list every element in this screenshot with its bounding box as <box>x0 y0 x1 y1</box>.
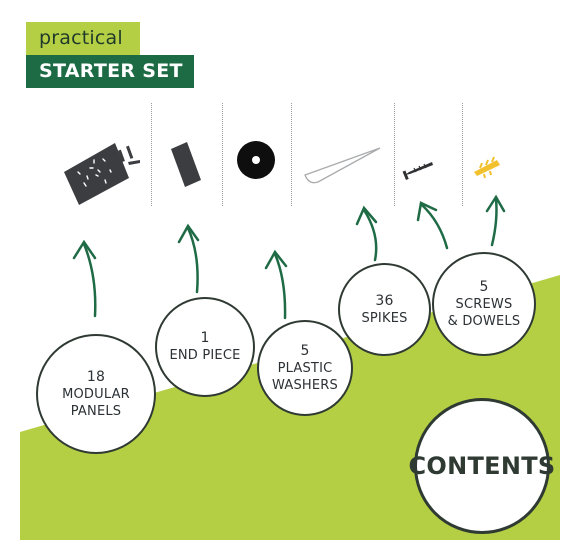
divider <box>462 103 463 206</box>
item-label: PLASTIC <box>277 360 333 376</box>
screw-icon <box>402 162 433 181</box>
item-label: PANELS <box>70 403 122 419</box>
spikes-badge: 36 SPIKES <box>338 263 431 356</box>
item-count: 36 <box>375 292 394 309</box>
tag-starter-set: STARTER SET <box>26 55 194 88</box>
item-label: MODULAR <box>62 386 130 402</box>
item-label: SPIKES <box>361 310 408 326</box>
dowel-icon <box>474 156 500 179</box>
item-label: WASHERS <box>272 377 338 393</box>
screws-dowels-badge: 5 SCREWS & DOWELS <box>432 252 536 356</box>
plastic-washers-badge: 5 PLASTIC WASHERS <box>257 320 353 416</box>
item-label: END PIECE <box>169 348 241 363</box>
item-count: 5 <box>300 342 310 359</box>
item-label: SCREWS <box>455 296 513 312</box>
arrow-line <box>82 242 97 318</box>
divider <box>394 103 395 206</box>
item-label: & DOWELS <box>447 313 521 329</box>
divider <box>151 103 152 206</box>
divider <box>222 103 223 206</box>
end-piece-icon <box>171 142 201 187</box>
washer-icon <box>237 141 275 179</box>
contents-badge: CONTENTS <box>409 398 555 534</box>
item-count: 5 <box>479 278 489 295</box>
item-count: 18 <box>86 368 106 385</box>
spike-icon <box>304 147 381 184</box>
end-piece-badge: 1 END PIECE <box>155 297 255 397</box>
tag-practical: practical <box>26 22 140 55</box>
modular-panels-badge: 18 MODULAR PANELS <box>36 334 156 454</box>
item-count: 1 <box>200 330 210 346</box>
modular-panel-icon <box>64 143 140 205</box>
divider <box>291 103 292 206</box>
